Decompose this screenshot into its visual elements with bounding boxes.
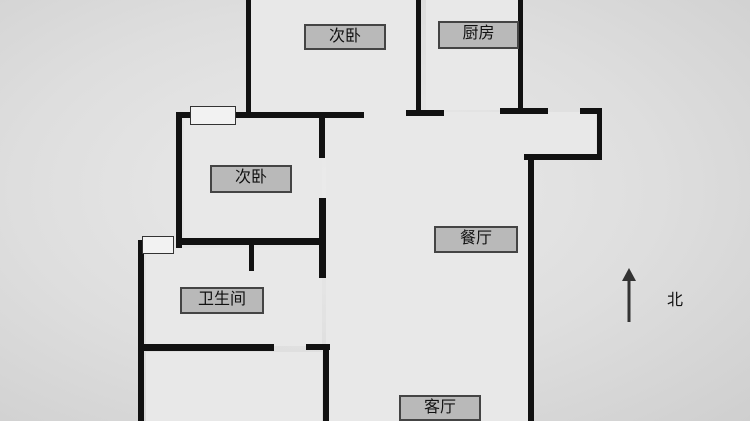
window [190,106,236,125]
wall [500,108,548,114]
wall [232,112,364,118]
wall [176,238,322,245]
wall [528,154,534,421]
wall [138,240,144,421]
north-arrow-icon [622,268,636,322]
floor-kitchen [426,0,521,110]
wall [323,344,329,421]
room-label-bedroom-mid: 次卧 [210,165,292,193]
wall [319,118,325,158]
wall [249,245,254,271]
wall [306,344,330,350]
wall [176,112,190,118]
north-label: 北 [667,290,684,309]
window [142,236,174,254]
wall [319,198,326,278]
wall [416,0,421,112]
floor-balcony-entry [528,112,596,154]
room-label-bathroom: 卫生间 [180,287,264,314]
room-label-dining-room: 餐厅 [434,226,518,253]
wall [406,110,444,116]
room-label-bedroom-top: 次卧 [304,24,386,50]
wall [597,108,602,160]
floor-bottom-room [146,352,322,421]
wall [176,112,182,248]
wall [246,0,251,118]
floor-bedroom-top [251,0,416,112]
floor-hall [326,112,528,421]
wall [138,344,274,351]
wall [518,0,523,112]
room-label-living-room: 客厅 [399,395,481,421]
wall [580,108,602,114]
room-label-kitchen: 厨房 [438,21,519,49]
wall [524,154,602,160]
